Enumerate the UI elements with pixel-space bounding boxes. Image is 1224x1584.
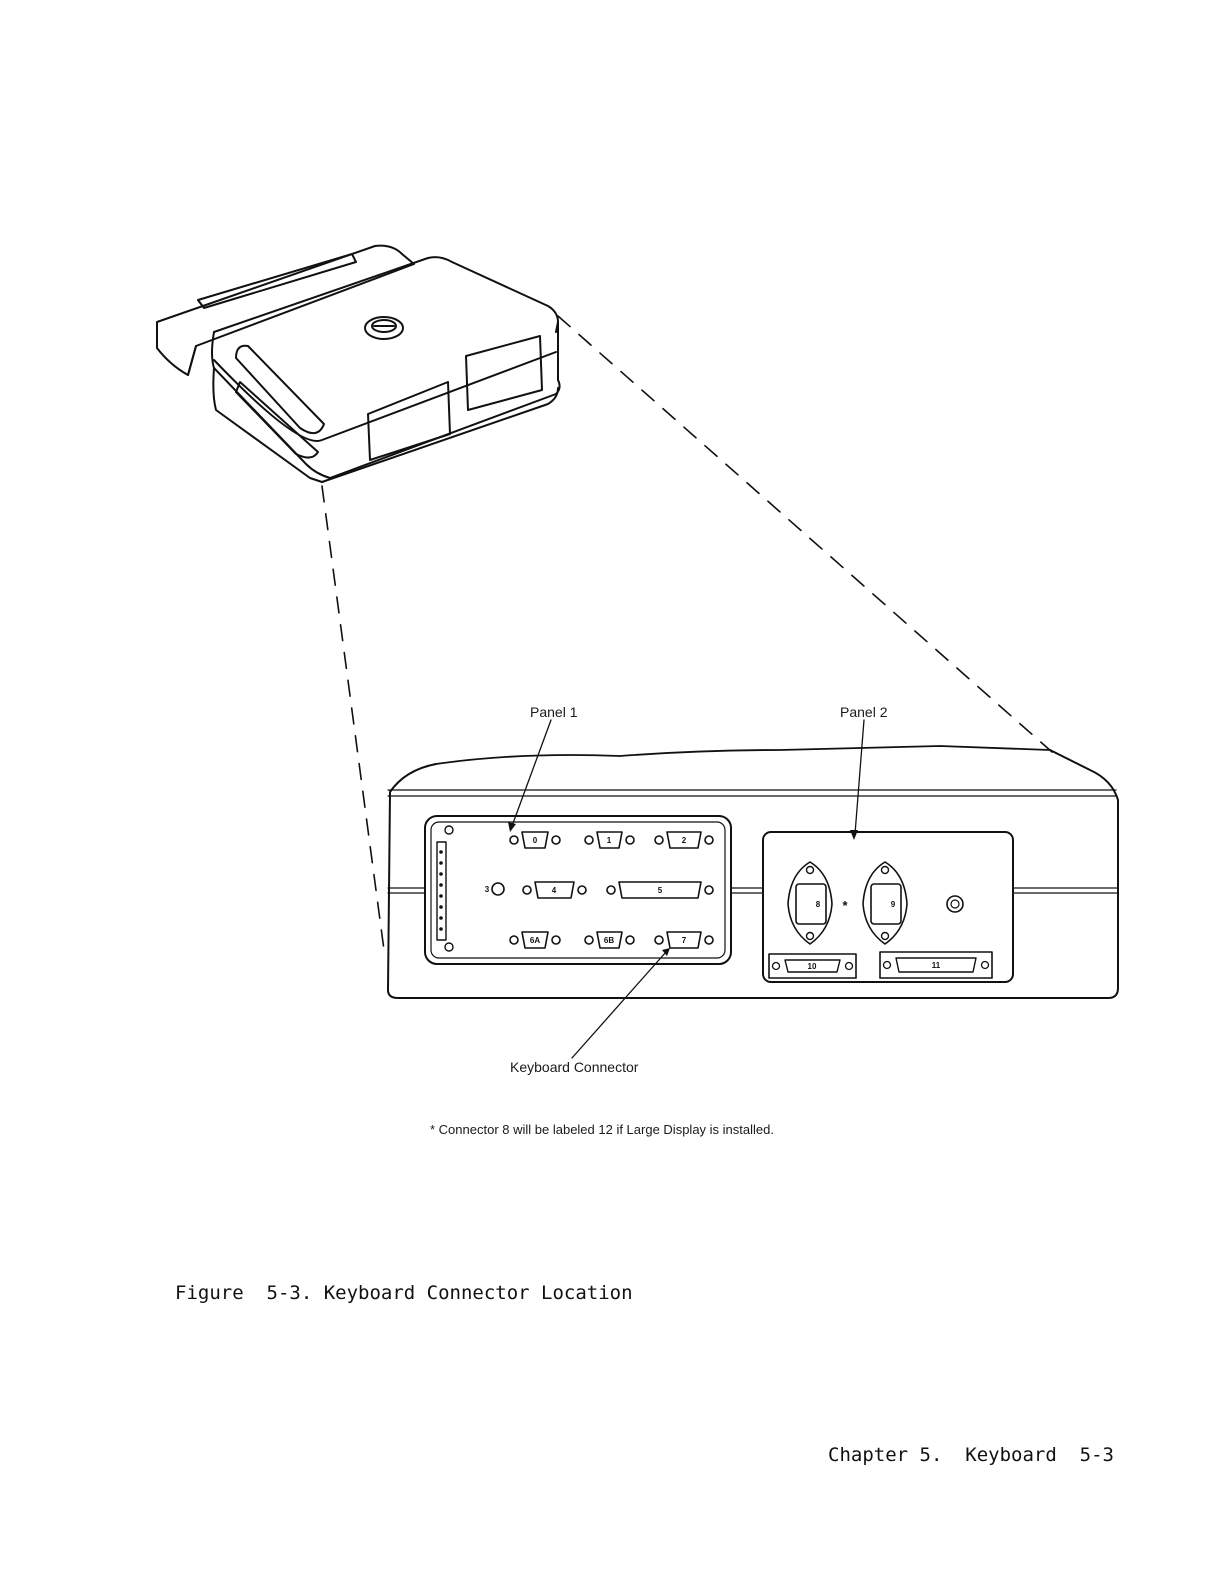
system-unit-drawing <box>157 246 560 482</box>
connector-label-2: 2 <box>682 836 687 845</box>
panel-1-label: Panel 1 <box>530 704 577 720</box>
connector-label-4: 4 <box>552 886 557 895</box>
keyboard-connector-label: Keyboard Connector <box>510 1059 638 1075</box>
connector-label-5: 5 <box>658 886 663 895</box>
connector-label-8: 8 <box>816 900 821 909</box>
page-footer: Chapter 5. Keyboard 5-3 <box>828 1444 1114 1466</box>
figure-caption: Figure 5-3. Keyboard Connector Location <box>175 1282 633 1304</box>
connector-label-11: 11 <box>932 961 941 970</box>
connector-label-3: 3 <box>485 885 490 894</box>
callout-leaders <box>512 720 864 1058</box>
connector-label-7: 7 <box>682 936 687 945</box>
connector-label-6b: 6B <box>604 936 614 945</box>
connector-label-6a: 6A <box>530 936 540 945</box>
connector-label-10: 10 <box>808 962 817 971</box>
connector-label-1: 1 <box>607 836 612 845</box>
panel-2-label: Panel 2 <box>840 704 887 720</box>
figure-footnote: * Connector 8 will be labeled 12 if Larg… <box>430 1122 774 1137</box>
connector-label-9: 9 <box>891 900 896 909</box>
rear-panel-drawing: 0 1 2 3 4 5 6A 6B 7 8 9 10 11 * <box>388 746 1118 998</box>
connector-8-asterisk: * <box>842 898 848 913</box>
connector-label-0: 0 <box>533 836 538 845</box>
